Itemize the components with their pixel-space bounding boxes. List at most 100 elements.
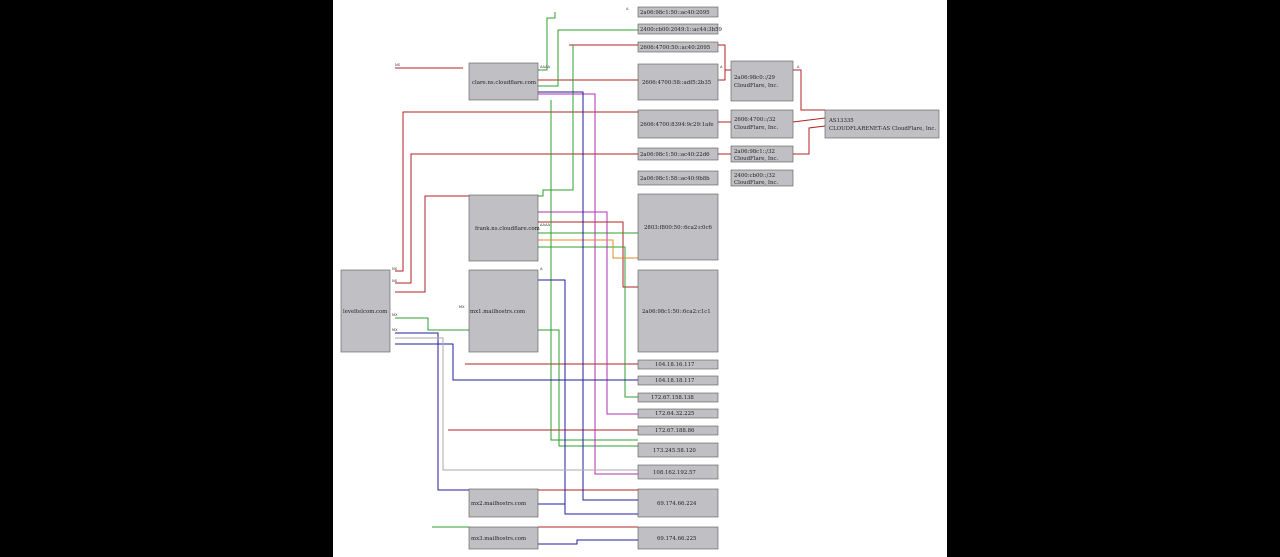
svg-text:2a06:98c1:50::ac40:2095: 2a06:98c1:50::ac40:2095 — [640, 10, 710, 16]
edge-ns — [793, 125, 826, 155]
edge-a — [538, 45, 574, 197]
dns-graph: leveltelcom.com clare.ns.cloudflare.com … — [340, 6, 940, 550]
dns-graph-canvas: leveltelcom.com clare.ns.cloudflare.com … — [333, 0, 947, 557]
svg-text:CloudFlare, Inc.: CloudFlare, Inc. — [734, 125, 779, 131]
svg-text:2803:f800:50::6ca2:c0c6: 2803:f800:50::6ca2:c0c6 — [644, 225, 713, 231]
svg-text:2a06:98c1:58::ac40:9b8b: 2a06:98c1:58::ac40:9b8b — [640, 176, 710, 182]
svg-text:2a06:98c1:50::6ca2:c1c1: 2a06:98c1:50::6ca2:c1c1 — [642, 309, 711, 315]
node-ipv6-address[interactable]: 2606:4700:8394:9c29:1afe — [637, 109, 719, 139]
nodes: leveltelcom.com clare.ns.cloudflare.com … — [340, 6, 940, 550]
node-mail-server-2[interactable]: mx2.mailhostrs.com — [468, 488, 539, 518]
svg-text:frank.ns.cloudflare.com: frank.ns.cloudflare.com — [475, 226, 540, 232]
edge-mx — [395, 332, 469, 491]
svg-text:108.162.192.57: 108.162.192.57 — [653, 470, 696, 476]
node-ipv6-address[interactable]: 2a06:98c1:58::ac40:9b8b — [637, 170, 719, 186]
node-nameserver-1[interactable]: clare.ns.cloudflare.com — [468, 62, 539, 101]
edge-ns — [395, 195, 469, 293]
edge-a — [538, 246, 638, 398]
svg-text:2400:cb00::/32: 2400:cb00::/32 — [734, 173, 775, 179]
node-mail-server-1[interactable]: mx1.mailhostrs.com — [468, 269, 539, 353]
node-root-domain[interactable]: leveltelcom.com — [340, 269, 391, 353]
node-ipv4-address[interactable]: 104.18.18.117 — [637, 375, 719, 386]
node-mail-server-3[interactable]: mx3.mailhostrs.com — [468, 526, 539, 550]
node-ipv6-address[interactable]: 2a06:98c1:50::ac40:2095 — [637, 6, 719, 18]
edges — [395, 12, 826, 545]
node-ipv4-address[interactable]: 69.174.66.225 — [637, 526, 719, 550]
node-ipv4-address[interactable]: 172.67.158.138 — [637, 392, 719, 403]
node-ipv4-address[interactable]: 172.64.32.225 — [637, 408, 719, 419]
node-network-block[interactable]: 2606:4700::/32 CloudFlare, Inc. — [730, 109, 794, 139]
node-nameserver-2[interactable]: frank.ns.cloudflare.com — [468, 194, 540, 262]
svg-text:104.18.16.117: 104.18.16.117 — [655, 362, 695, 368]
svg-text:CloudFlare, Inc.: CloudFlare, Inc. — [734, 156, 779, 162]
edge-ns — [538, 221, 638, 288]
edge-ns — [718, 44, 731, 71]
node-network-block[interactable]: 2400:cb00::/32 CloudFlare, Inc. — [730, 169, 794, 187]
edge-ns — [395, 111, 638, 272]
svg-text:2a06:98c0::/29: 2a06:98c0::/29 — [734, 75, 776, 81]
svg-text:NS: NS — [392, 279, 398, 283]
edge-a — [550, 100, 638, 441]
svg-text:2606:4700::/32: 2606:4700::/32 — [734, 117, 776, 123]
node-ipv4-address[interactable]: 173.245.58.120 — [637, 442, 719, 458]
edge-labels: NS NS NS MX MX MX AAAA AAAA A A A A — [392, 7, 800, 332]
svg-text:2a06:98c1::/32: 2a06:98c1::/32 — [734, 149, 775, 155]
edge-a — [395, 337, 638, 471]
svg-text:172.67.188.86: 172.67.188.86 — [655, 428, 695, 434]
svg-text:A: A — [540, 267, 543, 271]
svg-text:172.64.32.225: 172.64.32.225 — [655, 411, 695, 417]
svg-text:AS13335: AS13335 — [828, 118, 854, 124]
edge-mx — [538, 91, 638, 501]
svg-text:2400:cb00:2049:1::ac44:3b59: 2400:cb00:2049:1::ac44:3b59 — [640, 27, 722, 33]
edge-ns — [395, 153, 638, 284]
svg-text:2606:4700:50::ac40:2095: 2606:4700:50::ac40:2095 — [640, 45, 711, 51]
node-ipv4-address[interactable]: 104.18.16.117 — [637, 359, 719, 370]
edge-aaaa — [538, 239, 638, 259]
edge-aaaa — [538, 93, 638, 475]
edge-aaaa — [538, 211, 638, 415]
svg-text:NS: NS — [392, 267, 398, 271]
svg-text:2a06:98c1:50::ac40:22d6: 2a06:98c1:50::ac40:22d6 — [640, 152, 710, 158]
svg-text:69.174.66.224: 69.174.66.224 — [657, 501, 697, 507]
edge-mx — [538, 279, 638, 515]
node-ipv6-address[interactable]: 2803:f800:50::6ca2:c0c6 — [637, 193, 719, 261]
node-ipv6-address[interactable]: 2400:cb00:2049:1::ac44:3b59 — [637, 23, 722, 35]
node-ipv4-address[interactable]: 172.67.188.86 — [637, 425, 719, 436]
svg-text:A: A — [720, 65, 723, 69]
node-network-block[interactable]: 2a06:98c1::/32 CloudFlare, Inc. — [730, 145, 794, 163]
svg-text:2606:4700:58::adf5:2b35: 2606:4700:58::adf5:2b35 — [642, 80, 712, 86]
edge-ns — [792, 117, 826, 123]
svg-text:NS: NS — [395, 63, 401, 67]
node-ipv6-address[interactable]: 2a06:98c1:50::6ca2:c1c1 — [637, 269, 719, 353]
node-ipv4-address[interactable]: 69.174.66.224 — [637, 488, 719, 518]
edge-a — [538, 12, 556, 71]
svg-text:172.67.158.138: 172.67.158.138 — [651, 395, 694, 401]
svg-text:mx1.mailhostrs.com: mx1.mailhostrs.com — [470, 309, 525, 315]
svg-text:MX: MX — [392, 328, 398, 332]
edge-mx — [395, 343, 638, 381]
node-ipv4-address[interactable]: 108.162.192.57 — [637, 464, 719, 480]
svg-text:mx3.mailhostrs.com: mx3.mailhostrs.com — [471, 536, 526, 542]
svg-text:CLOUDFLARENET-AS CloudFlare, I: CLOUDFLARENET-AS CloudFlare, Inc. — [829, 126, 936, 132]
node-ipv6-address[interactable]: 2606:4700:50::ac40:2095 — [637, 41, 719, 53]
svg-text:173.245.58.120: 173.245.58.120 — [653, 448, 696, 454]
svg-text:69.174.66.225: 69.174.66.225 — [657, 536, 697, 542]
node-ipv6-address[interactable]: 2606:4700:58::adf5:2b35 — [637, 63, 719, 101]
svg-text:CloudFlare, Inc.: CloudFlare, Inc. — [734, 83, 779, 89]
svg-text:clare.ns.cloudflare.com: clare.ns.cloudflare.com — [472, 80, 536, 86]
svg-text:mx2.mailhostrs.com: mx2.mailhostrs.com — [471, 501, 526, 507]
node-ipv6-address[interactable]: 2a06:98c1:50::ac40:22d6 — [637, 147, 719, 161]
edge-mx — [538, 539, 638, 545]
svg-text:A: A — [797, 65, 800, 69]
node-network-block[interactable]: 2a06:98c0::/29 CloudFlare, Inc. — [730, 60, 794, 102]
edge-a — [538, 29, 638, 87]
svg-text:AAAA: AAAA — [540, 223, 551, 227]
svg-text:A: A — [626, 7, 629, 11]
svg-text:2606:4700:8394:9c29:1afe: 2606:4700:8394:9c29:1afe — [640, 122, 714, 128]
node-asn[interactable]: AS13335 CLOUDFLARENET-AS CloudFlare, Inc… — [824, 109, 940, 139]
svg-text:MX: MX — [459, 305, 465, 309]
edge-ns — [718, 70, 726, 81]
svg-text:MX: MX — [392, 313, 398, 317]
svg-text:CloudFlare, Inc.: CloudFlare, Inc. — [734, 180, 779, 186]
svg-text:AAAA: AAAA — [540, 65, 551, 69]
